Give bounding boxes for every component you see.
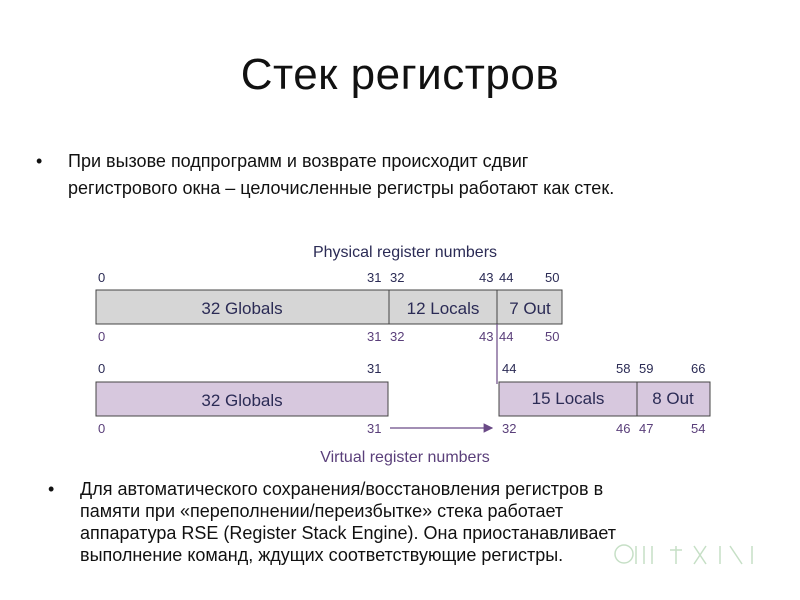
- tick-label: 31: [367, 421, 381, 436]
- tick-label: 31: [367, 329, 381, 344]
- tick-label: 46: [616, 421, 630, 436]
- tick-label: 50: [545, 329, 559, 344]
- bullet-line: аппаратура RSE (Register Stack Engine). …: [80, 523, 617, 543]
- tick-label: 32: [390, 270, 404, 285]
- tick-label: 32: [502, 421, 516, 436]
- tick-label: 66: [691, 361, 705, 376]
- physical-locals-label: 12 Locals: [407, 299, 480, 318]
- tick-label: 59: [639, 361, 653, 376]
- physical-register-bar: [95, 289, 563, 325]
- tick-label: 50: [545, 270, 559, 285]
- bullet-line: регистрового окна – целочисленные регист…: [68, 178, 615, 198]
- tick-label: 44: [499, 329, 513, 344]
- virtual-out-label: 8 Out: [652, 389, 694, 408]
- virtual-globals-label: 32 Globals: [201, 391, 282, 410]
- tick-label: 43: [479, 270, 493, 285]
- tick-label: 0: [98, 421, 105, 436]
- tick-label: 47: [639, 421, 653, 436]
- bullet-line: Для автоматического сохранения/восстанов…: [80, 479, 604, 499]
- tick-label: 31: [367, 270, 381, 285]
- slide-title: Стек регистров: [240, 50, 560, 99]
- tick-label: 0: [98, 361, 105, 376]
- tick-label: 0: [98, 329, 105, 344]
- bullet-marker: •: [48, 479, 55, 499]
- physical-heading: Physical register numbers: [313, 244, 497, 261]
- bullet-line: выполнение команд, ждущих соответствующи…: [80, 545, 564, 565]
- physical-out-label: 7 Out: [509, 299, 551, 318]
- virtual-window-bar: [498, 381, 711, 417]
- tick-label: 0: [98, 270, 105, 285]
- virtual-globals-bar: [95, 381, 389, 417]
- physical-globals-label: 32 Globals: [201, 299, 282, 318]
- tick-label: 43: [479, 329, 493, 344]
- bullet-line: При вызове подпрограмм и возврате происх…: [68, 151, 529, 171]
- tick-label: 44: [502, 361, 516, 376]
- tick-label: 54: [691, 421, 705, 436]
- bullet-marker: •: [36, 151, 43, 171]
- bullet-line: памяти при «переполнении/переизбытке» ст…: [80, 501, 564, 521]
- tick-label: 32: [390, 329, 404, 344]
- tick-label: 58: [616, 361, 630, 376]
- tick-label: 31: [367, 361, 381, 376]
- bullet-rse: • Для автоматического сохранения/восстан…: [48, 478, 768, 578]
- bullet-register-window: • При вызове подпрограмм и возврате прои…: [36, 148, 766, 208]
- watermark-icon: [614, 544, 753, 565]
- virtual-heading: Virtual register numbers: [320, 449, 490, 466]
- tick-label: 44: [499, 270, 513, 285]
- virtual-locals-label: 15 Locals: [532, 389, 605, 408]
